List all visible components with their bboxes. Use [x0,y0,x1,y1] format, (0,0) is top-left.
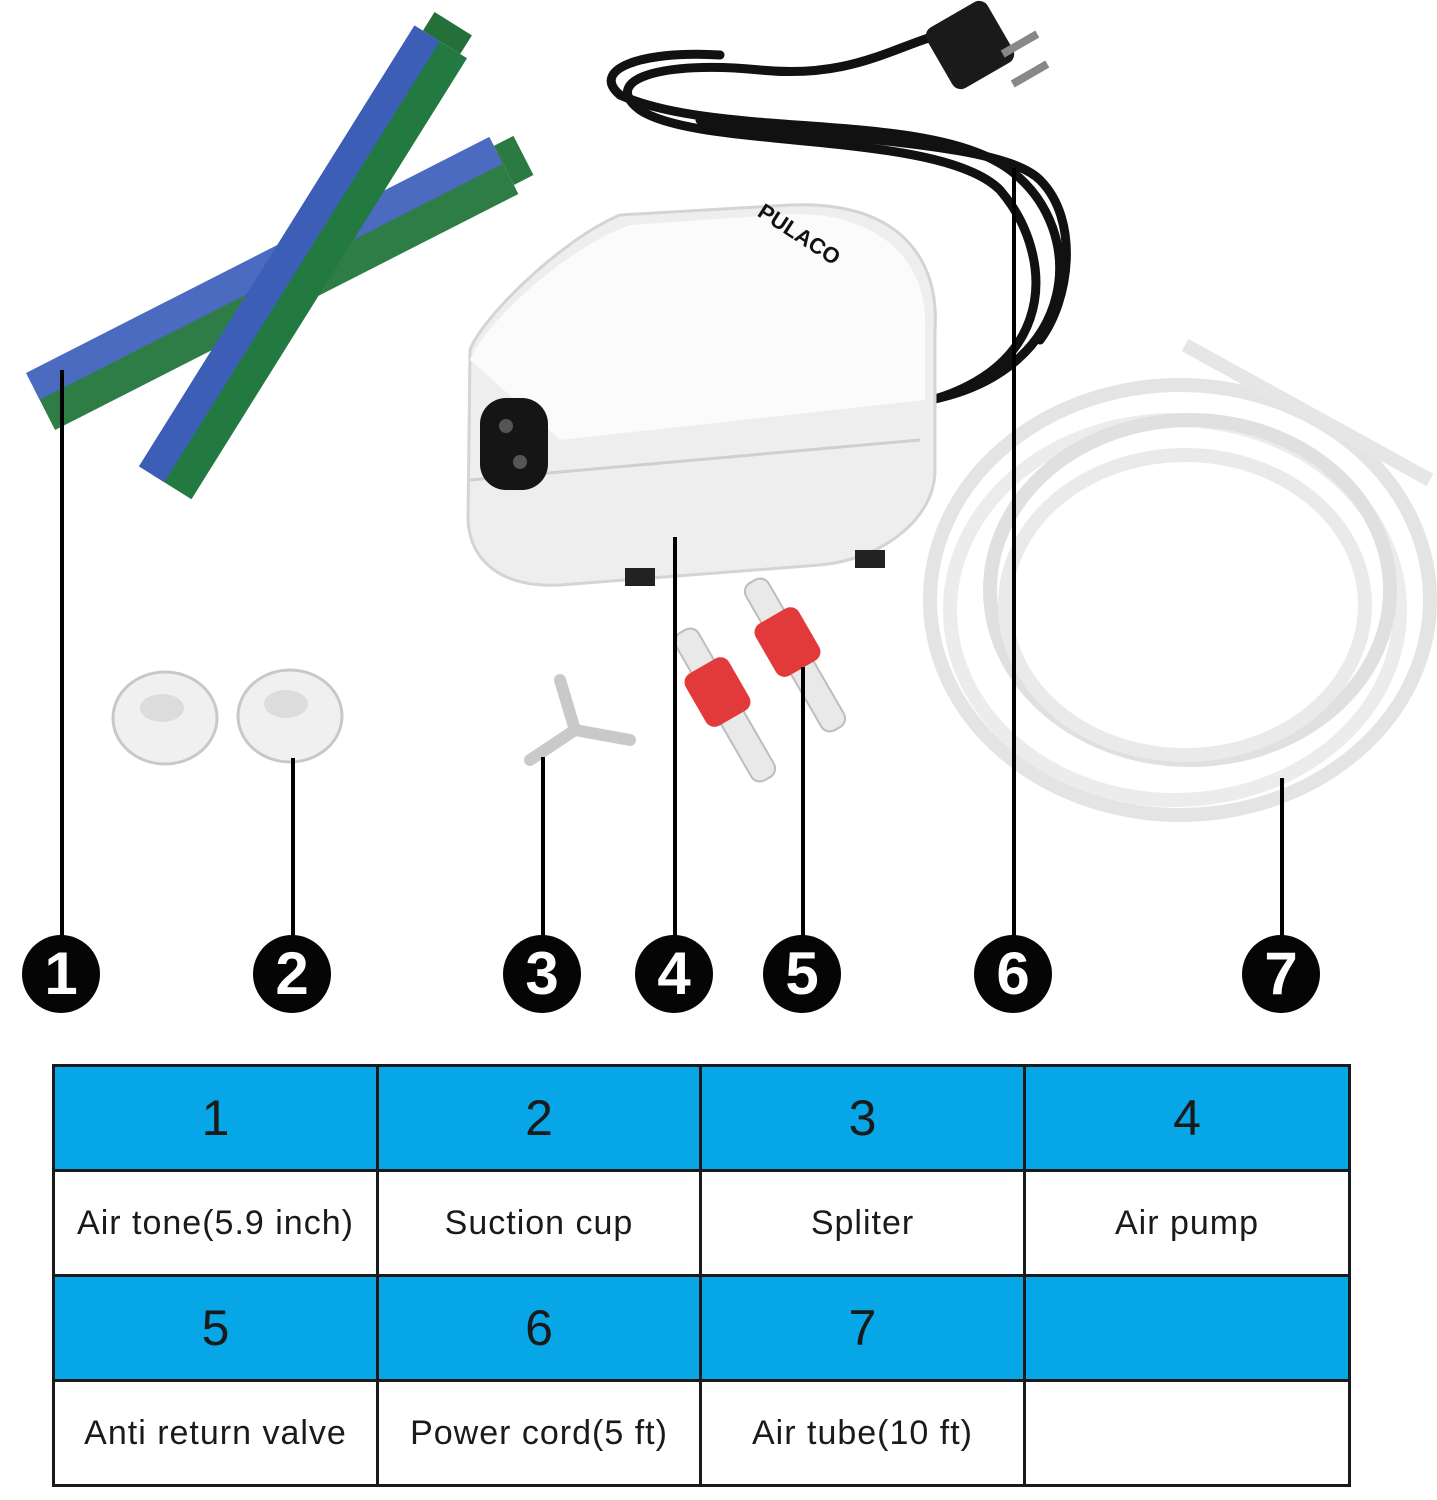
leader-line-7 [1280,778,1284,945]
part-name-cell: Suction cup [376,1169,702,1277]
air-pump-image [466,203,937,587]
part-number-cell: 2 [376,1064,702,1172]
part-name-cell: Air pump [1023,1169,1351,1277]
power-cord-image [606,25,1071,415]
air-tube-image [923,338,1437,822]
callout-badge-1: 1 [22,935,100,1013]
suction-cups-image [111,668,344,766]
callout-badge-4: 4 [635,935,713,1013]
table-row: Anti return valve Power cord(5 ft) Air t… [52,1379,1351,1487]
leader-line-4 [673,537,677,945]
part-name-cell: Anti return valve [52,1379,379,1487]
part-number-cell: 5 [52,1274,379,1382]
table-row: 1 2 3 4 [52,1064,1351,1172]
callout-badge-2: 2 [253,935,331,1013]
part-name-cell [1023,1379,1351,1487]
part-name-cell: Power cord(5 ft) [376,1379,702,1487]
leader-line-2 [291,758,295,945]
part-number-cell: 7 [699,1274,1026,1382]
parts-table: 1 2 3 4 Air tone(5.9 inch) Suction cup S… [52,1064,1351,1487]
splitter-image [524,674,636,766]
part-number-cell: 6 [376,1274,702,1382]
plug-image [925,0,1050,90]
part-name-cell: Air tone(5.9 inch) [52,1169,379,1277]
part-number-cell: 3 [699,1064,1026,1172]
product-illustration: PULACO [26,0,1437,822]
leader-line-1 [60,370,64,945]
air-stones-image [26,12,534,500]
callout-badge-3: 3 [503,935,581,1013]
part-name-cell: Spliter [699,1169,1026,1277]
callout-badge-7: 7 [1242,935,1320,1013]
part-number-cell: 1 [52,1064,379,1172]
callout-badge-6: 6 [974,935,1052,1013]
leader-line-6 [1012,168,1016,945]
leader-line-5 [801,667,805,945]
table-row: Air tone(5.9 inch) Suction cup Spliter A… [52,1169,1351,1277]
callout-badge-5: 5 [763,935,841,1013]
part-number-cell [1023,1274,1351,1382]
part-name-cell: Air tube(10 ft) [699,1379,1026,1487]
leader-line-3 [541,757,545,945]
table-row: 5 6 7 [52,1274,1351,1382]
check-valves-image [673,577,847,783]
part-number-cell: 4 [1023,1064,1351,1172]
